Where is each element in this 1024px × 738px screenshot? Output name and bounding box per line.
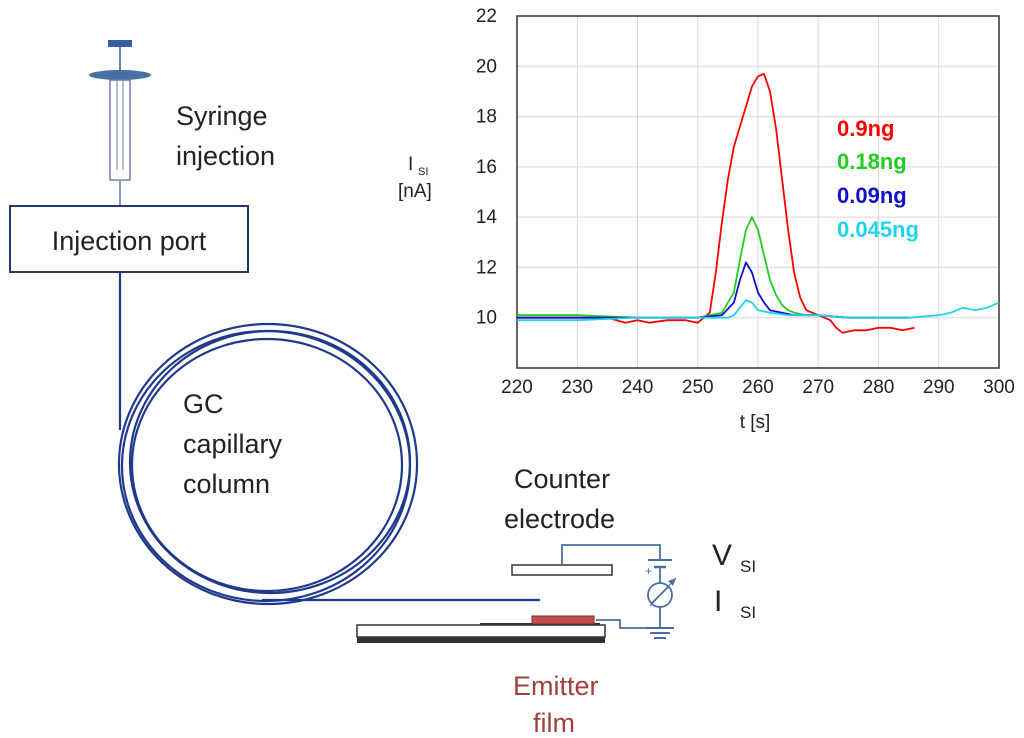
y-tick-label: 14	[476, 207, 498, 228]
x-tick-label: 280	[863, 377, 895, 398]
x-tick-label: 220	[501, 377, 533, 398]
column-coil	[117, 322, 419, 606]
emitter-label-line1: Emitter	[513, 671, 599, 701]
legend-entry-0.18ng: 0.18ng	[837, 149, 907, 174]
column-coil	[130, 337, 404, 593]
x-tick-label: 270	[802, 377, 834, 398]
syringe-barrel	[109, 79, 131, 181]
column-coil	[128, 329, 412, 595]
y-axis-title-subscript: SI	[418, 166, 428, 178]
counter-electrode-label-line2: electrode	[504, 504, 615, 534]
y-tick-label: 22	[476, 6, 497, 27]
column-coil	[120, 329, 412, 603]
emitter-substrate-base	[357, 637, 605, 643]
column-label-line3: column	[183, 469, 270, 499]
legend-entry-0.9ng: 0.9ng	[837, 116, 894, 141]
chart: 220 230 240 250 260 270 280 290 300 10 12 14 16 18 20 2…	[476, 6, 1015, 398]
ammeter-icon	[647, 577, 677, 608]
x-tick-label: 250	[682, 377, 714, 398]
gc-capillary-column	[117, 272, 540, 606]
wire-emitter	[596, 619, 660, 629]
column-label-line1: GC	[183, 389, 224, 419]
syringe-plunger-cap	[108, 40, 132, 47]
emitter-film	[531, 615, 595, 625]
wire-top	[561, 544, 661, 565]
y-tick-label: 18	[476, 107, 497, 128]
voltage-subscript: SI	[740, 557, 756, 576]
syringe-flange	[89, 70, 151, 80]
voltage-symbol: V	[712, 539, 732, 572]
syringe-label-line1: Syringe	[176, 101, 268, 131]
emitter-substrate	[356, 624, 606, 638]
syringe	[89, 40, 151, 206]
injection-port-label: Injection port	[52, 226, 207, 256]
y-tick-label: 12	[476, 257, 497, 278]
x-tick-label: 230	[561, 377, 593, 398]
x-tick-label: 240	[622, 377, 654, 398]
current-symbol: I	[714, 585, 722, 618]
plot-frame	[516, 15, 1000, 369]
battery-plus-sign: +	[645, 564, 652, 578]
current-subscript: SI	[740, 603, 756, 622]
y-axis-title-symbol: I	[408, 154, 413, 175]
x-axis-title: t [s]	[740, 412, 771, 433]
counter-electrode-label-line1: Counter	[514, 464, 610, 494]
chart-ticks: 220 230 240 250 260 270 280 290 300 10 12 14 16 18 20 2…	[476, 6, 1015, 398]
x-tick-label: 300	[983, 377, 1015, 398]
y-tick-label: 16	[476, 157, 497, 178]
circuit-wires	[561, 544, 674, 639]
y-tick-label: 10	[476, 308, 497, 329]
x-tick-label: 290	[923, 377, 955, 398]
column-label-line2: capillary	[183, 429, 283, 459]
y-tick-label: 20	[476, 56, 497, 77]
series-line-0.9ng	[517, 72, 915, 334]
legend-entry-0.09ng: 0.09ng	[837, 183, 907, 208]
series-line-0.045ng	[517, 299, 1000, 322]
chart-series	[517, 72, 1000, 334]
injection-port-box	[9, 205, 249, 273]
counter-electrode	[511, 564, 613, 576]
y-axis-unit: [nA]	[398, 181, 432, 202]
x-tick-label: 260	[742, 377, 774, 398]
syringe-label-line2: injection	[176, 141, 275, 171]
emitter-label-line2: film	[533, 708, 575, 738]
legend-entry-0.045ng: 0.045ng	[837, 217, 919, 242]
